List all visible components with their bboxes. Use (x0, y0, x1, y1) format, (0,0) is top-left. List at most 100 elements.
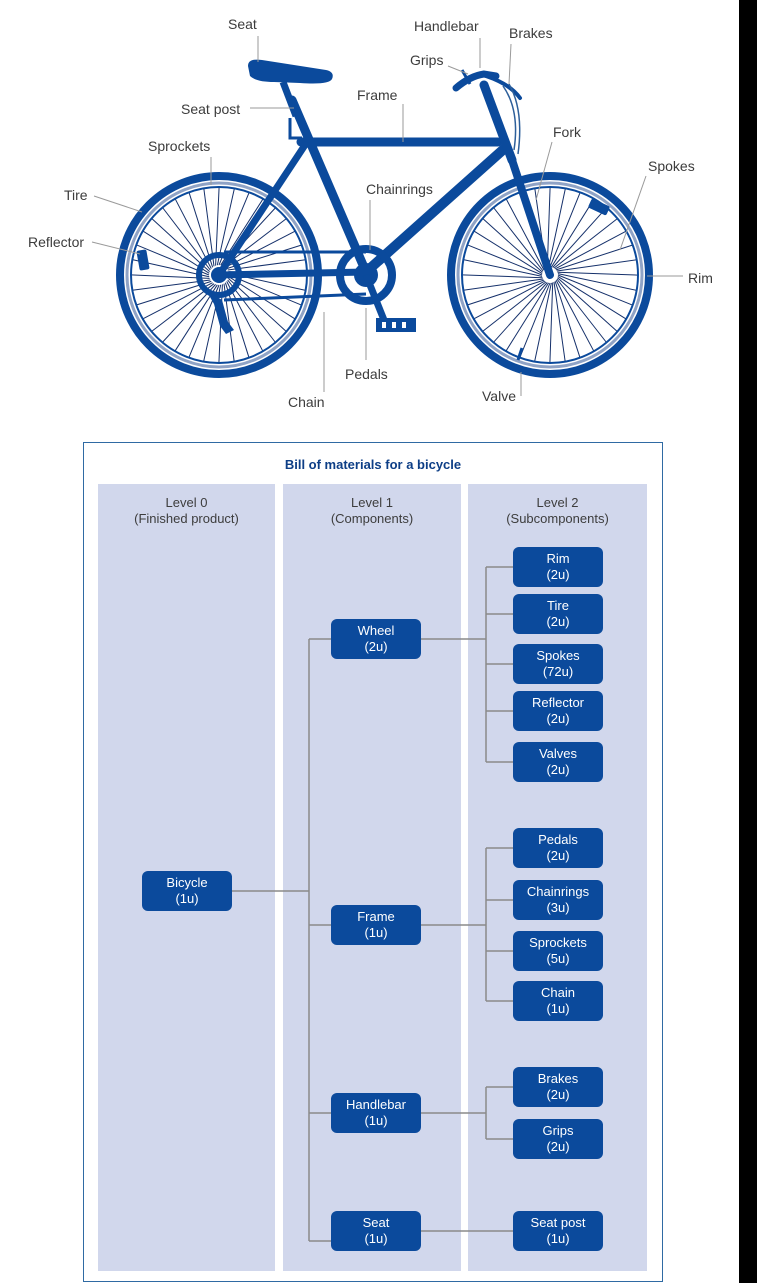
spoke (463, 278, 544, 291)
node-qty: (2u) (546, 1087, 570, 1102)
node-name: Chain (541, 985, 575, 1000)
spoke (554, 230, 627, 270)
spoke (461, 274, 543, 279)
spoke (557, 274, 633, 306)
level-1-header: Level 1 (Components) (283, 495, 461, 527)
spoke (482, 281, 547, 332)
node-qty: (2u) (546, 614, 570, 629)
level-1-column: Level 1 (Components) (283, 484, 461, 1271)
node-qty: (1u) (364, 1113, 388, 1128)
node-name: Grips (542, 1123, 574, 1138)
node-qty: (2u) (364, 639, 388, 654)
node-grips: Grips (2u) (513, 1119, 603, 1159)
front-tire (447, 172, 653, 378)
label-chainrings: Chainrings (366, 181, 433, 197)
node-name: Seat (362, 1215, 390, 1230)
node-tire: Tire (2u) (513, 594, 603, 634)
node-pedals: Pedals (2u) (513, 828, 603, 868)
node-qty: (3u) (546, 900, 570, 915)
spoke (493, 282, 548, 343)
spoke (473, 280, 546, 320)
level-name: Level 1 (351, 495, 393, 510)
node-name: Bicycle (166, 875, 208, 890)
front-rim-inner (461, 186, 639, 364)
node-name: Wheel (357, 623, 395, 638)
spoke (463, 259, 543, 277)
spoke (553, 281, 566, 362)
label-spokes: Spokes (648, 158, 695, 174)
node-name: Handlebar (346, 1097, 406, 1112)
spoke (505, 198, 545, 271)
node-name: Reflector (531, 695, 585, 710)
node-bicycle: Bicycle (1u) (142, 871, 232, 911)
spoke (556, 278, 607, 343)
node-rim: Rim (2u) (513, 547, 603, 587)
spoke (557, 273, 637, 291)
label-reflector: Reflector (28, 234, 85, 250)
label-chain: Chain (288, 394, 325, 410)
bill-of-materials-panel: Bill of materials for a bicycle Level 0 … (83, 442, 663, 1282)
label-fork: Fork (553, 124, 581, 140)
node-name: Spokes (536, 648, 580, 663)
seat-post (279, 80, 300, 118)
node-qty: (2u) (546, 1139, 570, 1154)
label-seat-post: Seat post (181, 101, 241, 117)
spoke (493, 207, 544, 272)
spoke (553, 218, 618, 269)
node-handlebar: Handlebar (1u) (331, 1093, 421, 1133)
level-desc: (Subcomponents) (506, 511, 609, 526)
node-chain: Chain (1u) (513, 981, 603, 1021)
spoke (467, 244, 543, 276)
label-sprockets: Sprockets (148, 138, 211, 154)
node-wheel: Wheel (2u) (331, 619, 421, 659)
valve (516, 347, 524, 361)
node-name: Tire (547, 598, 569, 613)
node-qty: (72u) (542, 664, 574, 679)
bom-connectors (232, 566, 513, 1242)
leader-lines (91, 36, 683, 396)
level-desc: (Components) (330, 511, 414, 526)
rear-reflector (136, 249, 150, 271)
spoke (550, 198, 595, 268)
node-seat-post: Seat post (1u) (513, 1211, 603, 1251)
spoke (546, 186, 551, 268)
node-chainrings: Chainrings (3u) (513, 880, 603, 920)
label-valve: Valve (482, 388, 516, 404)
label-frame: Frame (357, 87, 398, 103)
node-qty: (2u) (546, 711, 570, 726)
seat (248, 59, 333, 84)
spoke (467, 279, 545, 306)
node-name: Valves (538, 746, 578, 761)
node-name: Brakes (537, 1071, 579, 1086)
label-handlebar: Handlebar (414, 18, 479, 34)
label-rim: Rim (688, 270, 713, 286)
level-name: Level 2 (536, 495, 579, 510)
node-name: Chainrings (526, 884, 590, 899)
node-qty: (1u) (364, 925, 388, 940)
label-brakes: Brakes (509, 25, 553, 41)
spoke (505, 282, 550, 352)
bom-title: Bill of materials for a bicycle (284, 457, 462, 472)
node-qty: (1u) (546, 1001, 570, 1016)
spoke (534, 282, 552, 362)
node-qty: (1u) (364, 1231, 388, 1246)
node-name: Frame (357, 909, 395, 924)
label-tire: Tire (64, 187, 88, 203)
level-desc: (Finished product) (134, 511, 239, 526)
spoke (554, 280, 581, 358)
chain (223, 250, 367, 302)
node-reflector: Reflector (2u) (513, 691, 603, 731)
spoke (482, 218, 543, 273)
node-qty: (2u) (546, 567, 570, 582)
node-frame: Frame (1u) (331, 905, 421, 945)
level-name: Level 0 (165, 495, 208, 510)
derailleur (206, 290, 234, 334)
node-brakes: Brakes (2u) (513, 1067, 603, 1107)
spoke (519, 282, 551, 358)
spoke (555, 279, 595, 352)
page: Seat Handlebar Brakes Grips Seat post Fr… (0, 0, 739, 1283)
node-qty: (5u) (546, 951, 570, 966)
spoke (557, 277, 618, 332)
spoke (549, 282, 554, 364)
spoke (552, 207, 607, 268)
